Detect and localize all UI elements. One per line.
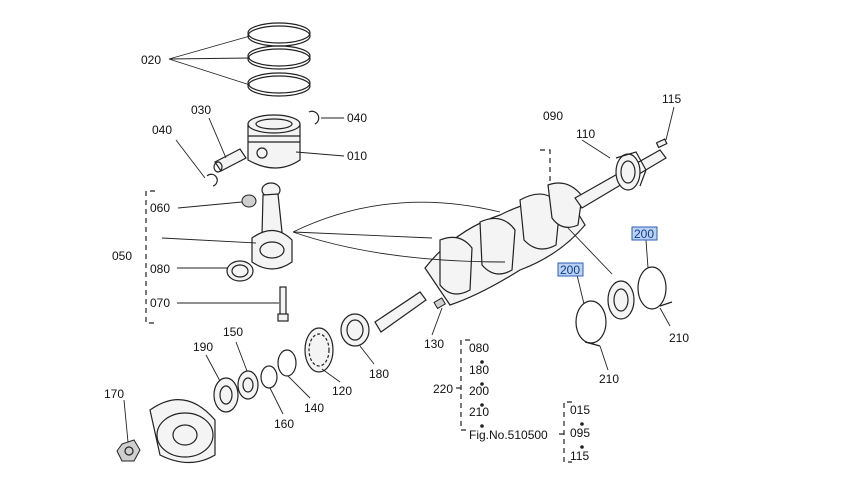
callout-030[interactable]: 030	[191, 103, 211, 117]
highlighted-callout-200-right[interactable]: 200	[631, 226, 658, 241]
callout-labels: 020 030 040 040 010 060 050 080 070 190 …	[104, 53, 689, 431]
callout-040-left[interactable]: 040	[152, 123, 172, 137]
group-050-bracket	[145, 190, 155, 324]
callout-120[interactable]: 120	[332, 384, 352, 398]
callout-070[interactable]: 070	[150, 296, 170, 310]
group-220-item[interactable]: 200	[469, 384, 489, 398]
callout-060[interactable]: 060	[150, 201, 170, 215]
callout-010[interactable]: 010	[347, 149, 367, 163]
snap-ring-right[interactable]	[308, 110, 320, 125]
rod-bolt[interactable]	[277, 286, 289, 322]
group-right-bracket	[559, 401, 572, 463]
callout-130[interactable]: 130	[424, 337, 444, 351]
group-220-list: 080 180 200 210	[469, 341, 489, 428]
crank-gear[interactable]	[304, 327, 334, 373]
callout-180[interactable]: 180	[369, 367, 389, 381]
piston-rings[interactable]	[247, 22, 311, 97]
highlighted-callout-200-left[interactable]: 200	[557, 262, 584, 277]
oil-seal-190[interactable]	[213, 377, 239, 413]
callout-170[interactable]: 170	[104, 387, 124, 401]
callout-160[interactable]: 160	[274, 417, 294, 431]
callout-050[interactable]: 050	[112, 249, 132, 263]
group-right-item[interactable]: 095	[570, 426, 590, 440]
rod-bearing[interactable]	[226, 260, 254, 282]
thrust-washer-right[interactable]	[637, 266, 673, 310]
assembly-arrows	[292, 201, 613, 275]
svg-text:200: 200	[560, 263, 580, 277]
connecting-rod[interactable]	[251, 182, 293, 270]
callout-210-left[interactable]: 210	[599, 372, 619, 386]
pulley-nut[interactable]	[116, 439, 141, 462]
thrust-washer-left[interactable]	[575, 300, 607, 347]
leader-lines	[123, 35, 675, 443]
rod-bushing[interactable]	[241, 194, 257, 208]
o-ring-160[interactable]	[260, 365, 278, 389]
group-220-item[interactable]: 180	[469, 363, 489, 377]
group-220-item[interactable]: 210	[469, 405, 489, 419]
callout-140[interactable]: 140	[304, 401, 324, 415]
svg-text:200: 200	[634, 227, 654, 241]
group-220-bracket	[455, 339, 470, 431]
collar-140[interactable]	[277, 349, 297, 377]
callout-220[interactable]: 220	[433, 382, 453, 396]
callout-210-right[interactable]: 210	[669, 331, 689, 345]
callout-080[interactable]: 080	[150, 262, 170, 276]
callout-190[interactable]: 190	[193, 340, 213, 354]
group-right-item[interactable]: 115	[570, 449, 589, 463]
figure-number: Fig.No.510500	[469, 428, 548, 442]
crankshaft[interactable]	[374, 149, 667, 333]
collar-150[interactable]	[237, 370, 259, 400]
callout-020[interactable]: 020	[141, 53, 161, 67]
callout-090[interactable]: 090	[543, 109, 563, 123]
bearing-case[interactable]	[607, 280, 635, 320]
bearing-180[interactable]	[340, 313, 370, 347]
group-220-item[interactable]: 080	[469, 341, 489, 355]
group-090-bracket	[540, 149, 551, 185]
main-bearing-110[interactable]	[615, 151, 647, 191]
crank-pulley[interactable]	[149, 399, 216, 464]
group-right-item[interactable]: 015	[570, 403, 590, 417]
piston[interactable]	[247, 114, 301, 169]
piston-pin[interactable]	[213, 148, 247, 173]
callout-110[interactable]: 110	[576, 127, 595, 141]
callout-115[interactable]: 115	[662, 92, 681, 106]
pin-115[interactable]	[655, 138, 668, 149]
callout-040-right[interactable]: 040	[347, 111, 367, 125]
snap-ring-left[interactable]	[206, 173, 218, 187]
group-right-list: 015 095 115	[570, 403, 590, 463]
callout-150[interactable]: 150	[223, 325, 243, 339]
